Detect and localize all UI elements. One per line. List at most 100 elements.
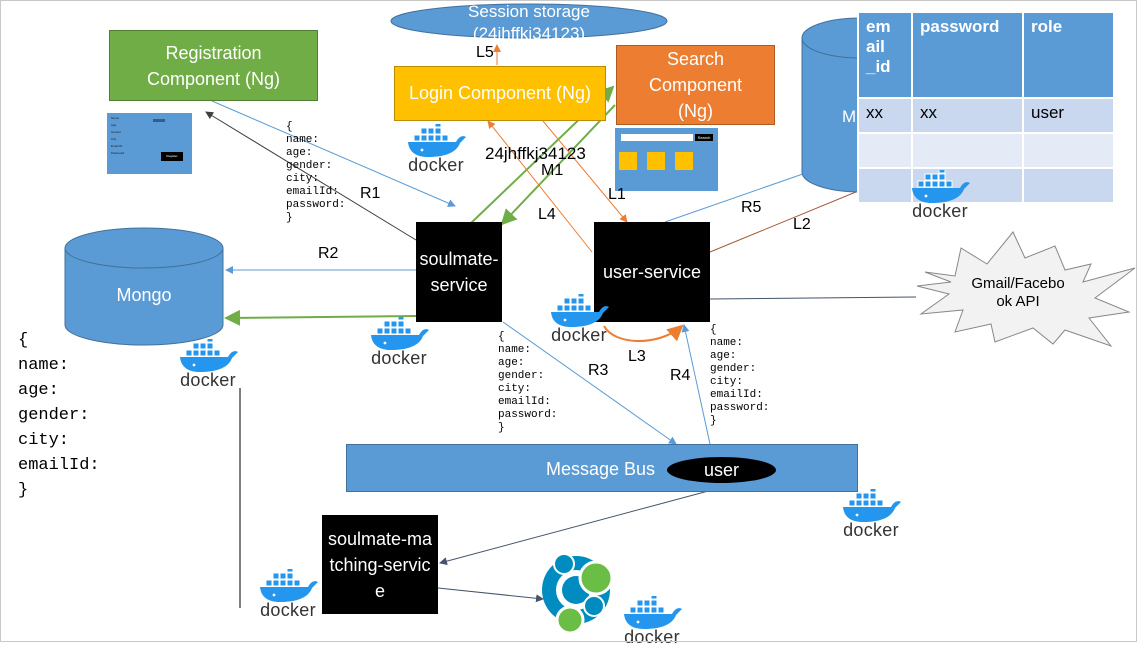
registration-thumbnail-label: Age [111, 123, 117, 127]
search-thumbnail-card [675, 152, 693, 170]
docker-whale-icon [547, 294, 611, 328]
table-cell [911, 132, 1024, 169]
docker-logo: docker [547, 294, 611, 346]
docker-label: docker [843, 520, 899, 540]
session-storage-title: Session storage [468, 2, 590, 21]
docker-label: docker [408, 155, 464, 175]
edge-l3 [603, 324, 684, 342]
login-component[interactable]: Login Component (Ng) [394, 66, 606, 121]
registration-thumbnail-label: Password [111, 151, 125, 155]
edge-label-r4: R4 [670, 367, 691, 384]
registration-thumbnail-label: Gender [111, 130, 122, 134]
soulmate-matching-service[interactable]: soulmate-matching-service [322, 515, 438, 614]
docker-whale-icon [620, 596, 684, 630]
edge-bus-to-matching [439, 489, 713, 566]
table-cell: xx [857, 97, 913, 134]
message-bus: Message Bus user [346, 444, 858, 492]
json-big-document: { name: age: gender: city: emailId: } [18, 331, 100, 500]
docker-logo: docker [256, 569, 320, 621]
edge-label-l3: L3 [628, 348, 646, 365]
login-component-label: Login Component (Ng) [408, 83, 592, 103]
table-header-role: role [1022, 11, 1115, 99]
docker-label: docker [260, 600, 316, 620]
edge-l2 [709, 185, 869, 253]
docker-logo: docker [176, 339, 240, 391]
table-row: xx xx user [857, 97, 1115, 134]
mongo-left-db: Mongo [64, 227, 224, 347]
soulmate-service[interactable]: soulmate-service [416, 222, 502, 322]
user-service[interactable]: user-service [594, 222, 710, 322]
edge-label-l5: L5 [476, 44, 494, 61]
search-component[interactable]: Search Component (Ng) [616, 45, 775, 125]
search-thumbnail: Search [615, 128, 718, 191]
docker-logo: docker [404, 124, 468, 176]
edge-label-l2: L2 [793, 216, 811, 233]
json-registration-payload: { name: age: gender: city: emailId: pass… [286, 121, 346, 224]
search-thumbnail-button: Search [695, 134, 713, 141]
search-component-label: Search Component (Ng) [648, 49, 743, 121]
edge-r5 [664, 166, 821, 223]
edge-label-r1: R1 [360, 185, 381, 202]
table-cell [1022, 167, 1115, 204]
registration-thumbnail-label: City [111, 137, 117, 141]
edge-r3 [502, 321, 677, 445]
registration-component[interactable]: Registration Component (Ng) [109, 30, 318, 101]
edge-label-r2: R2 [318, 245, 339, 262]
message-bus-label: Message Bus [546, 459, 656, 479]
docker-whale-icon [176, 339, 240, 373]
edge-green-to-mongo [224, 309, 417, 326]
users-table: em ail _id password role xx xx user [857, 11, 1115, 204]
mongo-left-label: Mongo [116, 285, 172, 305]
table-cell [857, 132, 913, 169]
edge-matching-to-neo4j [437, 587, 544, 603]
table-cell [857, 167, 913, 204]
docker-whale-icon [404, 124, 468, 158]
registration-thumbnail-field [153, 119, 165, 122]
edge-l1 [542, 120, 628, 223]
external-api: Gmail/Facebook API [915, 228, 1137, 348]
registration-thumbnail-label: Email ID [111, 144, 123, 148]
docker-whale-icon [908, 170, 972, 204]
table-header-password: password [911, 11, 1024, 99]
docker-whale-icon [256, 569, 320, 603]
table-cell: user [1022, 97, 1115, 134]
edge-r4 [681, 324, 711, 445]
edge-l4 [487, 120, 593, 253]
registration-thumbnail-label: Name [111, 116, 120, 120]
table-cell: xx [911, 97, 1024, 134]
docker-label: docker [624, 627, 680, 647]
docker-label: docker [180, 370, 236, 390]
docker-label: docker [551, 325, 607, 345]
json-user-payload: { name: age: gender: city: emailId: pass… [710, 324, 770, 427]
users-table-grid: em ail _id password role xx xx user [857, 11, 1115, 204]
edge-api-to-user [709, 296, 917, 300]
token-label: 24jhffkj34123 [485, 144, 586, 163]
table-cell [1022, 132, 1115, 169]
table-row [857, 132, 1115, 169]
json-soulmate-payload: { name: age: gender: city: emailId: pass… [498, 331, 558, 434]
message-bus-topic-label: user [703, 459, 739, 480]
table-header-row: em ail _id password role [857, 11, 1115, 99]
docker-logo: docker [839, 489, 903, 541]
edge-label-r5: R5 [741, 199, 762, 216]
search-thumbnail-input [621, 134, 693, 141]
neo4j-logo [540, 548, 616, 634]
registration-component-label: Registration Component (Ng) [146, 42, 281, 89]
table-header-email: em ail _id [857, 11, 913, 99]
user-service-label: user-service [602, 262, 702, 282]
registration-thumbnail-button: Register [161, 152, 183, 161]
edge-r1 [211, 100, 456, 207]
message-bus-topic: user [667, 457, 776, 483]
edge-label-m1: M1 [541, 162, 564, 179]
docker-whale-icon [839, 489, 903, 523]
matching-service-label: soulmate-matching-service [327, 528, 433, 601]
table-row [857, 167, 1115, 204]
external-api-label: Gmail/Facebook API [971, 275, 1065, 310]
docker-logo: docker [367, 317, 431, 369]
docker-logo: docker [620, 596, 684, 648]
soulmate-service-label: soulmate-service [419, 249, 499, 295]
